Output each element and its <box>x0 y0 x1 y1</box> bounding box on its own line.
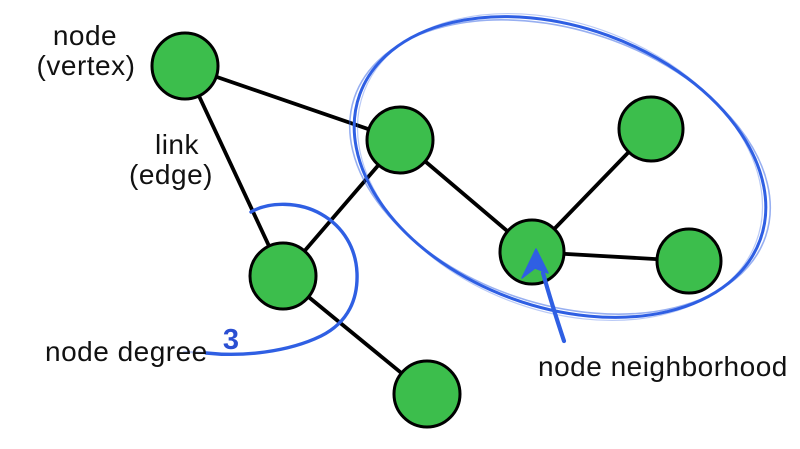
degree-value-text: 3 <box>223 324 239 356</box>
node-degree-arc-leadin <box>182 350 208 355</box>
graph-node-n4 <box>248 241 318 311</box>
graph-edge-n1-n2 <box>183 64 402 142</box>
node-vertex-label-line2: (vertex) <box>37 50 136 81</box>
node-neighborhood-label: node neighborhood <box>538 351 788 382</box>
graph-node-n5 <box>498 218 566 286</box>
nodes-layer <box>150 31 723 429</box>
link-edge-label-line1: link <box>155 129 200 160</box>
node-vertex-label-line1: node <box>53 20 117 51</box>
edges-layer <box>183 64 691 396</box>
graph-node-n3 <box>617 95 685 163</box>
node-neighborhood-ellipse <box>352 15 768 319</box>
node-neighborhood-ellipse <box>348 19 772 315</box>
node-degree-arc <box>204 202 359 356</box>
graph-edge-n1-n4 <box>183 64 285 278</box>
annotations-layer <box>182 12 772 356</box>
node-neighborhood-ellipse <box>356 12 764 322</box>
graph-node-n2 <box>365 105 435 175</box>
node-neighborhood-arrow-shaft <box>540 270 567 344</box>
graph-node-n7 <box>392 359 462 429</box>
graph-node-n1 <box>150 31 220 101</box>
link-edge-label-line2: (edge) <box>129 159 213 190</box>
node-degree-label: node degree <box>45 336 208 367</box>
graph-node-n6 <box>655 227 723 295</box>
node-neighborhood-arrowhead-icon <box>521 248 549 279</box>
